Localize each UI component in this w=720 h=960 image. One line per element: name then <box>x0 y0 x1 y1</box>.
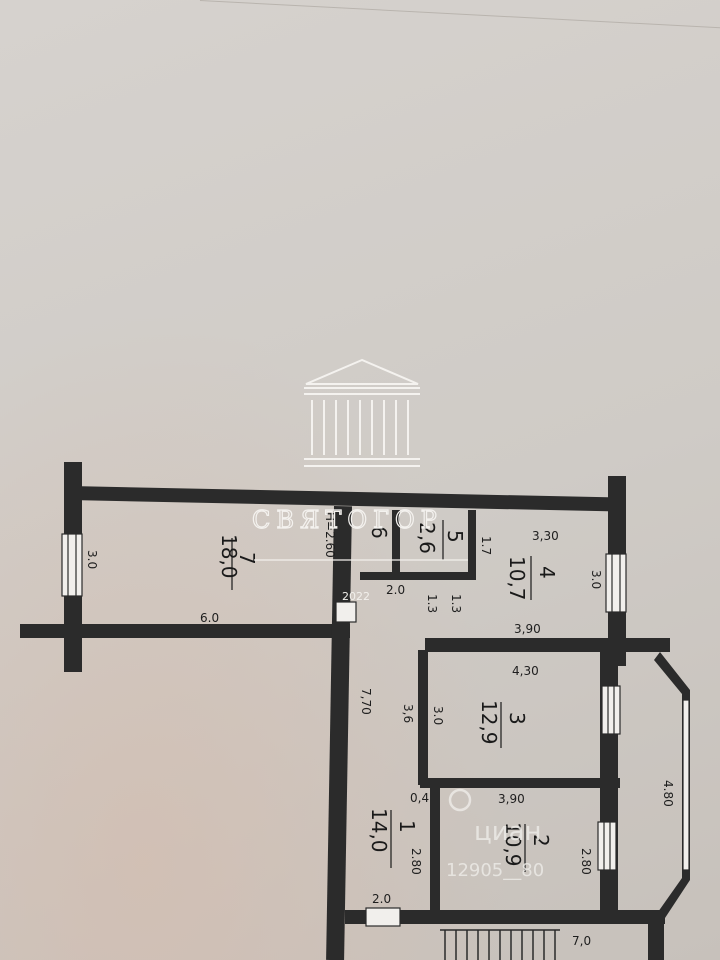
dim-r2-top: 3,90 <box>498 792 525 806</box>
room-7-number: 7 <box>235 552 259 565</box>
room-2: 2 10,9 <box>501 822 553 872</box>
ceiling-height: H=2.60 <box>323 512 337 558</box>
dim-r3-top: 4,30 <box>512 664 539 678</box>
dim-r7-bottom: 6.0 <box>200 611 219 625</box>
room-6-number: 6 <box>367 526 391 539</box>
dim-r4-right: 3.0 <box>589 570 603 589</box>
dim-r4-top: 3,30 <box>532 529 559 543</box>
stair-marks <box>440 929 560 960</box>
room-3-number: 3 <box>505 712 529 725</box>
dim-corridor-gap: 0,4 <box>410 791 429 805</box>
room-4: 4 10,7 <box>505 556 559 601</box>
room-7-area: 18,0 <box>217 534 241 579</box>
room-4-area: 10,7 <box>505 556 529 601</box>
room-4-number: 4 <box>535 566 559 579</box>
cian-watermark: циан 12905__80 <box>446 788 544 881</box>
room-6: 6 <box>367 526 391 539</box>
dim-r4-bottom: 3,90 <box>514 622 541 636</box>
room-2-area: 10,9 <box>501 822 525 867</box>
dim-corridor-a: 3,6 <box>401 704 415 723</box>
dim-r2-left: 2.80 <box>409 848 423 875</box>
dim-r4-left: 1.7 <box>479 536 493 555</box>
dim-balcony: 4.80 <box>661 780 675 807</box>
room-1: 1 14,0 <box>367 808 419 868</box>
dim-r1-bottom: 2.0 <box>372 892 391 906</box>
dim-r7-left: 3.0 <box>85 550 99 569</box>
room-3: 3 12,9 <box>477 700 529 748</box>
dim-r6-bottom: 2.0 <box>386 583 405 597</box>
watermark-brand: СВЯТОГОР <box>252 506 443 534</box>
room-1-number: 1 <box>395 820 419 833</box>
dim-r5-side-b: 1.3 <box>449 594 463 613</box>
dim-r2-right: 2.80 <box>579 848 593 875</box>
dim-corridor-length: 7,70 <box>359 688 373 715</box>
dim-bottom: 7,0 <box>572 934 591 948</box>
walls <box>20 462 690 960</box>
room-3-area: 12,9 <box>477 700 501 745</box>
temple-logo-icon <box>304 358 420 467</box>
dimension-labels: H=2.60 3.0 6.0 2.0 1.3 1.3 3,30 1.7 3.0 … <box>85 512 675 948</box>
room-5: 5 2,6 <box>415 520 467 560</box>
watermark-year: 2022 <box>342 590 370 603</box>
location-pin-icon <box>448 788 472 812</box>
cian-listing-id: 12905__80 <box>446 860 544 881</box>
cian-brand: циан <box>474 817 542 847</box>
room-7: 7 18,0 <box>217 534 259 590</box>
dim-r5-side-a: 1.3 <box>425 594 439 613</box>
room-5-number: 5 <box>443 530 467 543</box>
room-1-area: 14,0 <box>367 808 391 853</box>
room-2-number: 2 <box>529 834 553 847</box>
room-5-area: 2,6 <box>415 522 439 554</box>
windows <box>61 533 690 927</box>
dim-r3-left: 3.0 <box>431 706 445 725</box>
